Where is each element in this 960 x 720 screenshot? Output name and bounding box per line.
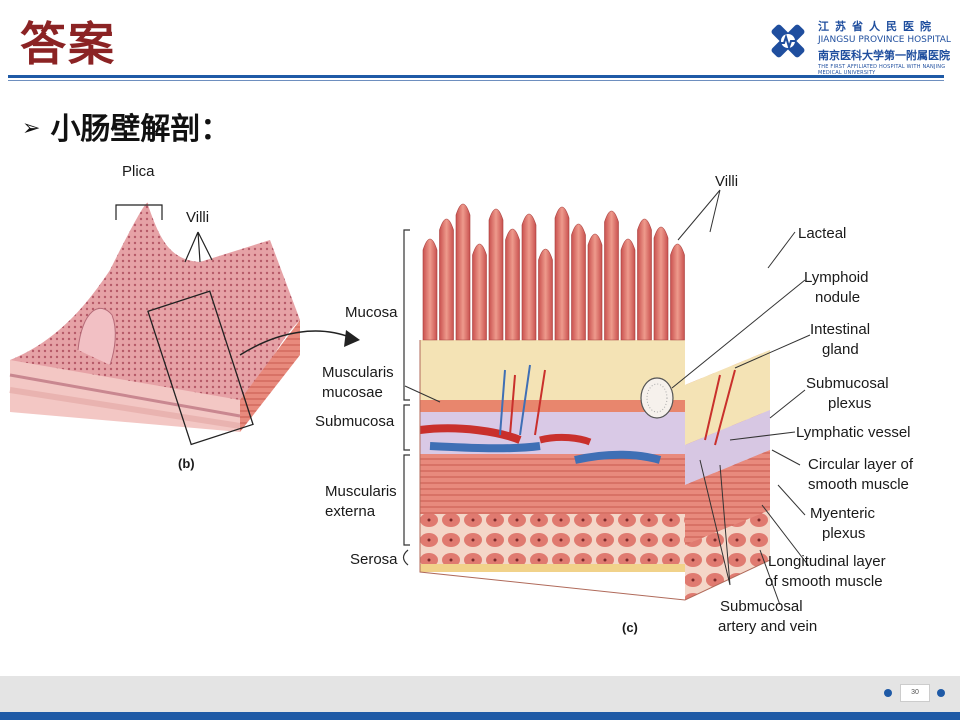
label-muscularis-externa-2: externa	[325, 503, 376, 520]
villus	[440, 219, 454, 340]
layer-brackets	[404, 230, 411, 565]
label-submucosa: Submucosa	[315, 413, 395, 430]
footer-bar	[0, 676, 960, 712]
circular-muscle-layer	[420, 454, 685, 514]
label-longitudinal-2: of smooth muscle	[765, 573, 883, 590]
label-myenteric-1: Myenteric	[810, 505, 876, 522]
villus	[522, 214, 536, 340]
hospital-name: 江苏省人民医院 JIANGSU PROVINCE HOSPITAL 南京医科大学…	[818, 18, 960, 76]
label-lymphoid-1: Lymphoid	[804, 269, 868, 286]
villus	[555, 207, 569, 340]
label-plica: Plica	[122, 163, 155, 180]
label-submucosal-plexus-1: Submucosal	[806, 375, 889, 392]
villus	[506, 229, 520, 340]
label-muscularis-externa-1: Muscularis	[325, 483, 397, 500]
arrow-bullet-icon: ➢	[22, 116, 40, 141]
footer-accent-bar	[0, 712, 960, 720]
label-villi-b: Villi	[186, 209, 209, 226]
section-heading-text: 小肠壁解剖：	[50, 112, 230, 147]
label-muscularis-mucosae-1: Muscularis	[322, 364, 394, 381]
label-circular-2: smooth muscle	[808, 476, 909, 493]
label-artery-1: Submucosal	[720, 598, 803, 615]
label-myenteric-2: plexus	[822, 525, 865, 542]
label-intestinal-2: gland	[822, 341, 859, 358]
university-name-cn: 南京医科大学第一附属医院	[818, 47, 960, 63]
label-longitudinal-1: Longitudinal layer	[768, 553, 886, 570]
villus	[621, 239, 635, 340]
villus	[456, 204, 470, 340]
section-heading: ➢ 小肠壁解剖：	[22, 104, 230, 148]
label-mucosa: Mucosa	[345, 304, 398, 321]
villus	[588, 234, 602, 340]
label-lymphatic-vessel: Lymphatic vessel	[796, 424, 911, 441]
header-divider-thin	[8, 80, 944, 81]
label-serosa: Serosa	[350, 551, 398, 568]
label-lacteal: Lacteal	[798, 225, 846, 242]
intestinal-wall-diagram: Plica Villi (b) Mucosa	[0, 150, 960, 650]
label-lymphoid-2: nodule	[815, 289, 860, 306]
villus	[489, 209, 503, 340]
label-submucosal-plexus-2: plexus	[828, 395, 871, 412]
villus	[605, 211, 619, 340]
page-number: 30	[900, 684, 930, 702]
panel-c-illustration	[420, 340, 770, 600]
label-circular-1: Circular layer of	[808, 456, 914, 473]
panel-b-illustration	[10, 203, 360, 445]
villus	[654, 227, 668, 340]
longitudinal-muscle-layer	[420, 514, 685, 564]
hospital-name-en: JIANGSU PROVINCE HOSPITAL	[818, 35, 960, 45]
label-panel-b: (b)	[178, 456, 195, 471]
hospital-name-cn: 江苏省人民医院	[818, 18, 960, 34]
footer-dot-icon	[937, 689, 945, 697]
label-artery-2: artery and vein	[718, 618, 817, 635]
label-panel-c: (c)	[622, 620, 638, 635]
villus	[638, 219, 652, 340]
header-divider	[8, 75, 944, 78]
serosa-layer	[420, 564, 685, 572]
page-title: 答案	[20, 8, 116, 74]
hospital-logo	[763, 16, 813, 66]
villi-row	[423, 204, 685, 340]
villus	[671, 244, 685, 340]
label-intestinal-1: Intestinal	[810, 321, 870, 338]
villus	[539, 249, 553, 340]
villus	[473, 244, 487, 340]
label-villi-c: Villi	[715, 173, 738, 190]
villus	[423, 239, 437, 340]
label-muscularis-mucosae-2: mucosae	[322, 384, 383, 401]
footer-dot-icon	[884, 689, 892, 697]
villus	[572, 224, 586, 340]
